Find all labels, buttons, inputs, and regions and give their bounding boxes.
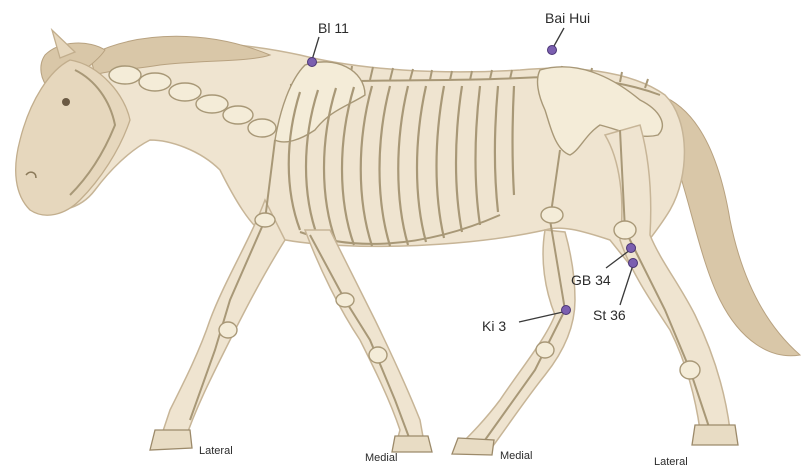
leg-label-left-hind: Medial (500, 450, 532, 462)
leg-label-right-front: Medial (365, 452, 397, 464)
front-leg-right (305, 230, 432, 452)
leg-label-right-hind: Lateral (654, 456, 688, 468)
hoof-right-front (392, 436, 432, 452)
point-marker (562, 306, 571, 315)
acupoint-bl11: Bl 11 (308, 20, 350, 67)
hoof-right-hind (692, 425, 738, 445)
horse-eye (62, 98, 70, 106)
point-label: Ki 3 (482, 318, 506, 334)
point-marker (627, 244, 636, 253)
hoof-left-hind (452, 438, 494, 455)
acupoint-bai-hui: Bai Hui (545, 10, 590, 55)
point-marker (308, 58, 317, 67)
point-marker (548, 46, 557, 55)
point-label: St 36 (593, 307, 626, 323)
point-marker (629, 259, 638, 268)
hoof-left-front (150, 430, 192, 450)
acupoint-st36: St 36 (593, 259, 638, 324)
point-label: Bl 11 (318, 20, 349, 36)
point-label: GB 34 (571, 272, 611, 288)
leg-label-left-front: Lateral (199, 445, 233, 457)
point-label: Bai Hui (545, 10, 590, 26)
